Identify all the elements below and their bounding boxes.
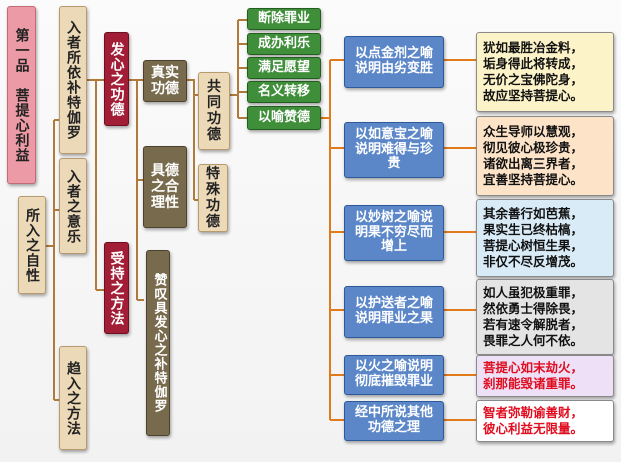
analogy-node-6: 经中所说其他功德之理 <box>344 401 444 441</box>
verse-box-2: 众生导师以慧观， 彻见彼心极珍贵， 诸欲出离三界者， 宜善坚持菩提心。 <box>476 116 614 196</box>
verse-box-4: 如人虽犯极重罪， 然依勇士得除畏， 若有速令解脱者， 畏罪之人何不依。 <box>476 279 614 355</box>
verse-line: 畏罪之人何不依。 <box>483 333 584 348</box>
verse-line: 非仅不尽反增茂。 <box>483 254 584 269</box>
verse-line: 宜善坚持菩提心。 <box>483 172 584 187</box>
node-branch-method: 趋入之方法 <box>59 346 87 450</box>
verse-box-1: 犹如最胜冶金料， 垢身得此将转成， 无价之宝佛陀身， 故应坚持菩提心。 <box>476 32 614 112</box>
node-branch-intent: 入者之意乐 <box>59 158 87 254</box>
node-zhen-shi-merit: 真实功德 <box>143 60 187 102</box>
verse-line: 菩提心如末劫火， <box>483 360 584 375</box>
verse-line: 故应坚持菩提心。 <box>483 88 584 103</box>
analogy-node-1: 以点金剂之喻说明由劣变胜 <box>344 36 444 88</box>
green-item-benefit: 成办利乐 <box>247 33 321 55</box>
verse-line: 如人虽犯极重罪， <box>483 285 584 300</box>
verse-line: 彼心利益无限量。 <box>483 421 584 436</box>
node-fa-xin-merit: 发心之功德 <box>104 32 129 126</box>
verse-box-6: 智者弥勒谕善财， 彼心利益无限量。 <box>476 400 614 442</box>
green-item-remove-sin: 断除罪业 <box>247 8 321 30</box>
verse-line: 无价之宝佛陀身， <box>483 72 584 87</box>
node-te-shu: 特殊功德 <box>198 164 228 232</box>
node-shou-chi-method: 受持之方法 <box>104 242 129 334</box>
verse-box-3: 其余善行如芭蕉， 果实生已终枯槁， 菩提心树恒生果， 非仅不尽反增茂。 <box>476 199 614 277</box>
analogy-node-2: 以如意宝之喻说明难得与珍贵 <box>344 122 444 178</box>
verse-line: 智者弥勒谕善财， <box>483 405 584 420</box>
analogy-node-3: 以妙树之喻说明果不穷尽而增上 <box>344 205 444 261</box>
verse-box-5: 菩提心如末劫火， 刹那能毁诸重罪。 <box>476 355 614 397</box>
node-gong-tong: 共同功德 <box>198 72 230 150</box>
node-ju-de: 具德之合理性 <box>143 146 187 228</box>
green-item-analogy-praise: 以喻赞德 <box>247 106 321 130</box>
verse-line: 果实生已终枯槁， <box>483 222 584 237</box>
green-item-wishes: 满足愿望 <box>247 57 321 79</box>
verse-line: 犹如最胜冶金料， <box>483 40 584 55</box>
verse-line: 其余善行如芭蕉， <box>483 206 584 221</box>
chapter-title: 第一品 菩提心利益 <box>7 6 36 184</box>
verse-line: 诸欲出离三界者， <box>483 156 584 171</box>
analogy-node-4: 以护送者之喻说明罪业之果 <box>344 286 444 338</box>
verse-line: 然依勇士得除畏， <box>483 301 584 316</box>
verse-line: 若有速令解脱者， <box>483 317 584 332</box>
analogy-node-5: 以火之喻说明彻底摧毁罪业 <box>344 355 444 395</box>
verse-line: 菩提心树恒生果， <box>483 238 584 253</box>
node-branch-person: 入者所依补特伽罗 <box>59 6 87 154</box>
node-root-nature: 所入之自性 <box>18 196 46 294</box>
verse-line: 众生导师以慧观， <box>483 124 584 139</box>
verse-line: 刹那能毁诸重罪。 <box>483 376 584 391</box>
green-item-name-change: 名义转移 <box>247 81 321 103</box>
verse-line: 垢身得此将转成， <box>483 56 584 71</box>
verse-line: 彻见彼心极珍贵， <box>483 140 584 155</box>
node-zan-tan: 赞叹具发心之补特伽罗 <box>146 250 170 436</box>
